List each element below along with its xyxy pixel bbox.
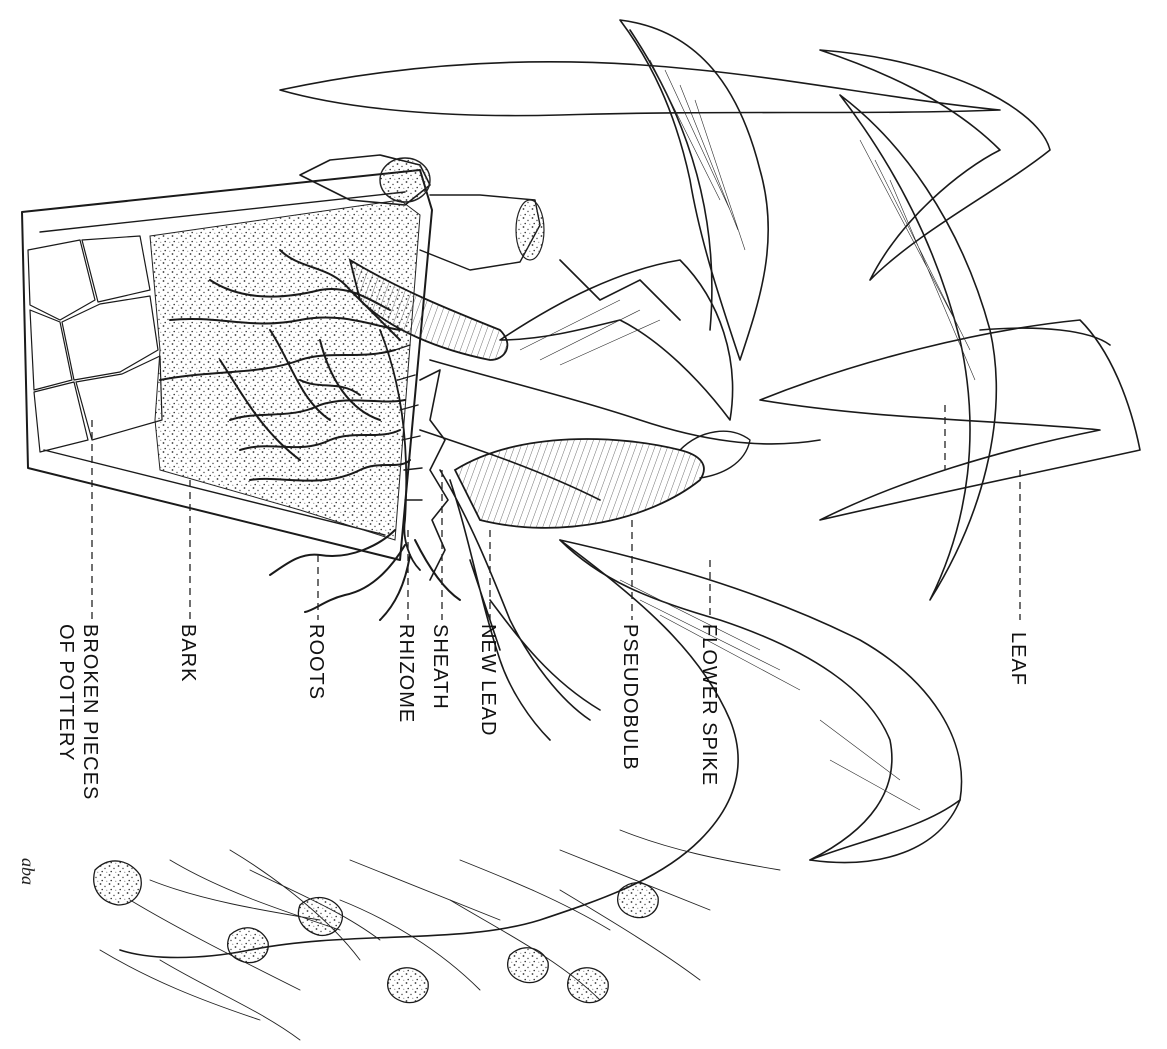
labels: LEAF FLOWER SPIKE PSEUDOBULB NEW LEAD SH… bbox=[55, 624, 1029, 800]
label-new-lead: NEW LEAD bbox=[477, 624, 499, 736]
pseudobulb-lower bbox=[455, 431, 750, 528]
flower-lips bbox=[94, 861, 659, 1003]
label-pseudobulb: PSEUDOBULB bbox=[619, 624, 641, 771]
label-pottery-line1: BROKEN PIECES bbox=[79, 624, 101, 800]
bark-medium bbox=[150, 200, 420, 540]
label-sheath: SHEATH bbox=[429, 624, 451, 710]
leaf-hatching bbox=[520, 60, 975, 810]
label-bark: BARK bbox=[177, 624, 199, 682]
label-leaf: LEAF bbox=[1007, 632, 1029, 686]
label-flower-spike: FLOWER SPIKE bbox=[698, 624, 720, 786]
artist-signature: aba bbox=[18, 858, 38, 885]
broken-pottery-pieces bbox=[28, 236, 162, 452]
label-rhizome: RHIZOME bbox=[395, 624, 417, 723]
label-roots: ROOTS bbox=[305, 624, 327, 700]
label-pottery-line2: OF POTTERY bbox=[55, 624, 77, 761]
